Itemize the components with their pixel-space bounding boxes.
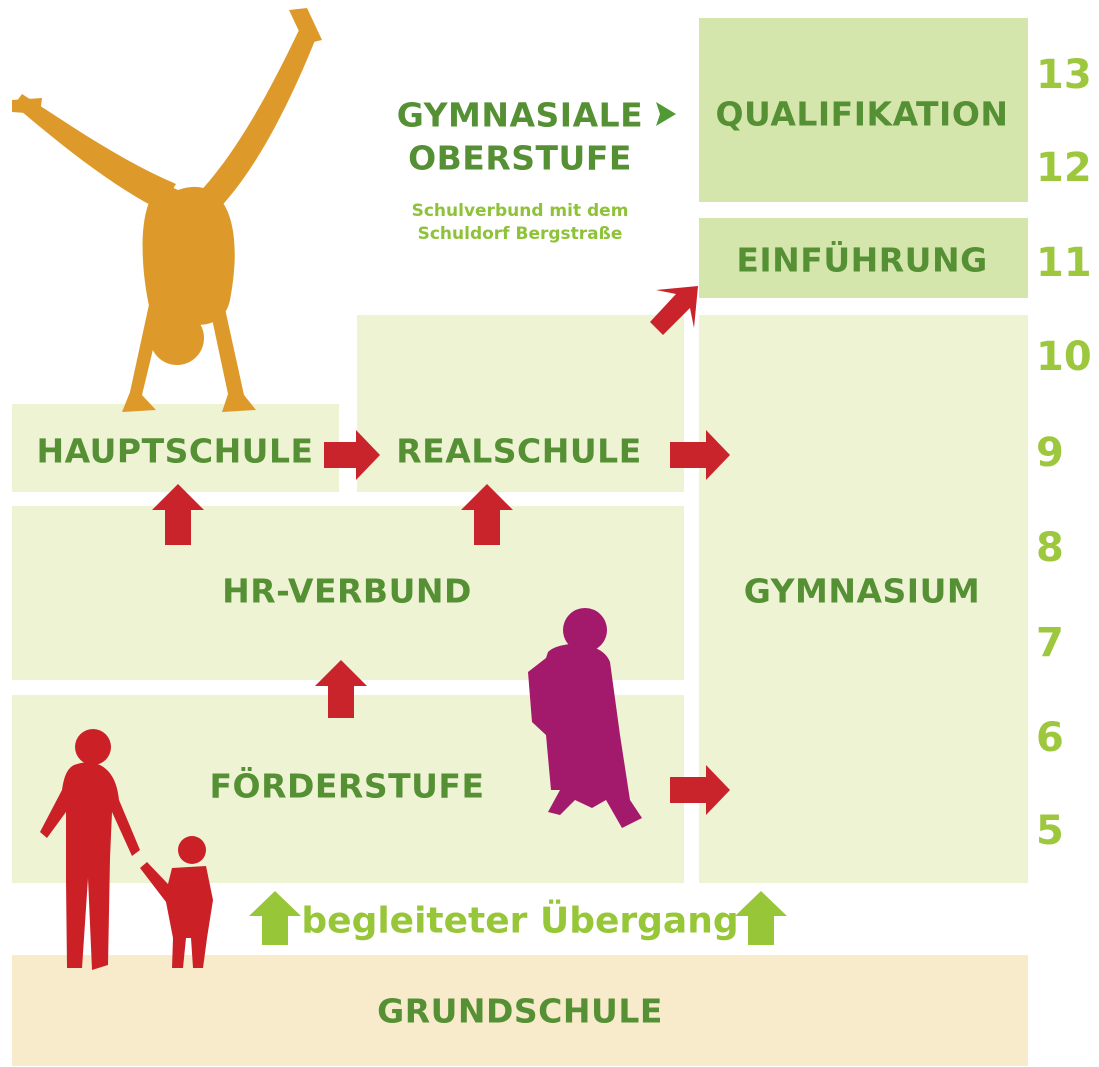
hauptschule-box	[12, 404, 339, 492]
grade-7: 7	[1036, 620, 1064, 666]
einfuehrung-label: EINFÜHRUNG	[736, 240, 988, 280]
grundschule-box	[12, 955, 1028, 1066]
headline-line1: GYMNASIALE	[396, 95, 644, 135]
grade-12: 12	[1036, 145, 1092, 191]
gymnasium-label: GYMNASIUM	[743, 571, 981, 611]
qualifikation-label: QUALIFIKATION	[715, 94, 1009, 134]
red-arrow-icon	[152, 484, 204, 545]
green-up-arrow-icon	[735, 891, 787, 945]
red-arrow-icon	[670, 430, 730, 480]
einfuehrung-box	[699, 218, 1028, 298]
hr-verbund-label: HR-VERBUND	[222, 571, 472, 611]
grade-13: 13	[1036, 52, 1092, 98]
hauptschule-label: HAUPTSCHULE	[36, 431, 314, 471]
cooperation-note: Schulverbund mit dem Schuldorf Bergstraß…	[412, 200, 629, 246]
grade-11: 11	[1036, 240, 1092, 286]
red-arrow-icon	[461, 484, 513, 545]
green-triangle-arrow-icon	[656, 102, 676, 126]
grundschule-label: GRUNDSCHULE	[377, 991, 663, 1031]
note-line2: Schuldorf Bergstraße	[417, 224, 623, 244]
child-with-backpack-figure-icon	[528, 608, 642, 828]
grade-8: 8	[1036, 525, 1064, 571]
realschule-box	[357, 315, 684, 492]
red-arrow-icon	[670, 765, 730, 815]
transition-label: begleiteter Übergang	[301, 900, 739, 942]
qualifikation-box	[699, 18, 1028, 202]
red-arrow-icon	[324, 430, 380, 480]
adult-and-child-figure-icon	[40, 729, 213, 970]
red-arrow-icon	[315, 660, 367, 718]
cartwheel-figure-icon	[12, 8, 322, 412]
grade-5: 5	[1036, 808, 1064, 854]
green-up-arrow-icon	[249, 891, 301, 945]
red-arrow-icon	[650, 286, 698, 335]
foerderstufe-label: FÖRDERSTUFE	[209, 766, 485, 806]
headline-line2: OBERSTUFE	[408, 138, 632, 178]
grade-6: 6	[1036, 715, 1064, 761]
note-line1: Schulverbund mit dem	[411, 201, 629, 221]
grade-9: 9	[1036, 430, 1064, 476]
realschule-label: REALSCHULE	[396, 431, 642, 471]
grade-10: 10	[1036, 334, 1092, 380]
gymnasium-box	[699, 315, 1028, 883]
